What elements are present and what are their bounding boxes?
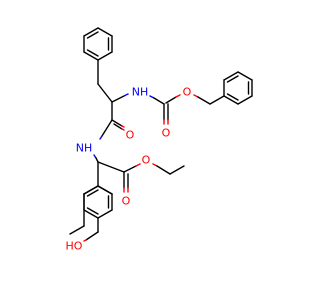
bond bbox=[237, 71, 253, 81]
bond bbox=[83, 209, 99, 219]
bond bbox=[83, 185, 99, 195]
bond bbox=[83, 27, 99, 37]
bond bbox=[209, 95, 225, 105]
bond bbox=[121, 128, 125, 131]
bond bbox=[97, 209, 113, 219]
bond bbox=[223, 71, 239, 81]
bond-double-inner bbox=[86, 49, 99, 57]
bond bbox=[97, 83, 113, 103]
bond bbox=[95, 157, 99, 163]
o-carbonyl-top-label: O bbox=[162, 127, 171, 140]
bond-double-inner bbox=[86, 31, 99, 39]
bond bbox=[223, 95, 239, 105]
nh-label-top: NH bbox=[132, 86, 149, 99]
bond bbox=[123, 93, 129, 97]
bond bbox=[237, 95, 253, 105]
bond bbox=[111, 95, 125, 103]
bond bbox=[97, 27, 113, 37]
bond-ethyl bbox=[169, 165, 185, 175]
nh-label-mid: NH bbox=[76, 142, 93, 155]
phenol-ring bbox=[83, 185, 113, 219]
bond bbox=[197, 96, 211, 105]
bond-c-oh bbox=[85, 231, 99, 241]
phenyl-ring-right bbox=[223, 71, 253, 105]
bond-double-inner bbox=[226, 75, 239, 83]
o-carbonyl-mid-label: O bbox=[126, 129, 135, 142]
bond bbox=[135, 163, 141, 167]
bond bbox=[97, 185, 113, 195]
bond bbox=[175, 94, 181, 98]
bond-double-inner bbox=[86, 189, 99, 197]
bond-ethyl bbox=[156, 165, 171, 175]
bond bbox=[69, 225, 85, 235]
bond bbox=[165, 96, 177, 104]
bond bbox=[97, 51, 113, 61]
bond bbox=[83, 51, 99, 61]
o-ester-top-label: O bbox=[183, 86, 192, 99]
molecule-canvas: NH O O O NH O O bbox=[65, 27, 253, 253]
bond bbox=[99, 135, 103, 140]
bond bbox=[97, 161, 125, 173]
bond-double-inner bbox=[86, 207, 99, 215]
bond bbox=[152, 163, 158, 167]
bond bbox=[153, 97, 165, 105]
phenyl-ring-top bbox=[83, 27, 113, 61]
bond-c-o bbox=[111, 119, 123, 127]
o-ester-label: O bbox=[142, 154, 151, 167]
bond bbox=[123, 165, 137, 173]
bond bbox=[83, 239, 87, 242]
molecule-structure: NH O O O NH O O bbox=[66, 27, 253, 253]
bond bbox=[121, 125, 125, 128]
bond bbox=[101, 119, 113, 137]
bond-double-co bbox=[113, 123, 123, 130]
bond bbox=[149, 95, 155, 99]
o-carbonyl-ester-label: O bbox=[122, 195, 131, 208]
bond-double-inner bbox=[226, 93, 239, 101]
hydroxyl-label: HO bbox=[66, 240, 83, 253]
bond bbox=[193, 94, 199, 98]
